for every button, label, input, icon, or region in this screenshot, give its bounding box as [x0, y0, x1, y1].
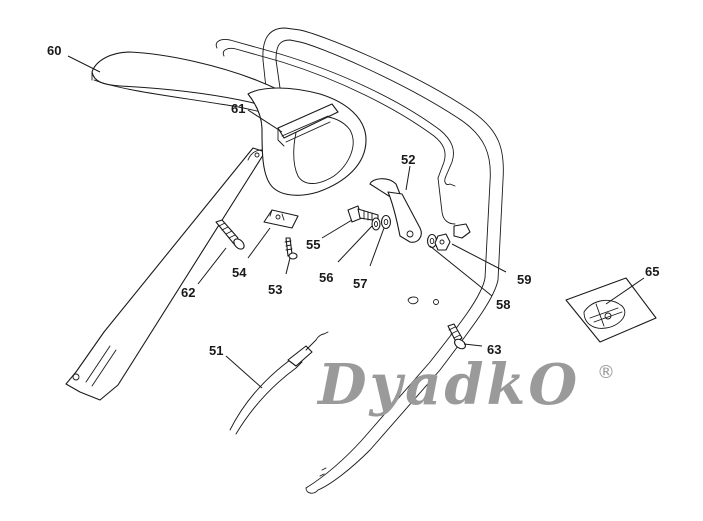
handle-tube [262, 27, 504, 494]
label-65: 65 [645, 264, 659, 279]
label-63: 63 [487, 342, 501, 357]
part-54-cable-clip [263, 209, 299, 229]
part-65-hardware-bag [565, 277, 657, 343]
registered-mark: ® [597, 362, 615, 383]
label-52: 52 [401, 152, 415, 167]
part-51-cable [229, 331, 329, 435]
bail-end-fitting [453, 223, 471, 239]
part-53-screw [284, 237, 298, 260]
watermark-text: DyadkO [316, 352, 580, 418]
label-62: 62 [181, 285, 195, 300]
part-labels: 60 61 52 55 56 57 54 53 62 59 58 65 63 5… [47, 43, 659, 358]
label-57: 57 [353, 276, 367, 291]
label-54: 54 [232, 265, 247, 280]
part-59-nut [434, 233, 451, 251]
part-56-washer [371, 217, 381, 231]
leader-lines [67, 55, 645, 389]
label-60: 60 [47, 43, 61, 58]
bail-wire [215, 39, 456, 225]
label-59: 59 [517, 272, 531, 287]
part-52-lever [369, 178, 422, 243]
part-58-washer [426, 233, 438, 249]
part-55-bolt [347, 205, 379, 223]
label-53: 53 [268, 282, 282, 297]
part-63-screw [447, 323, 466, 350]
label-61: 61 [231, 101, 245, 116]
label-55: 55 [306, 237, 320, 252]
watermark: DyadkO ® [316, 352, 615, 418]
label-58: 58 [496, 297, 510, 312]
part-62-screw [215, 219, 245, 250]
part-57-washer [380, 214, 392, 230]
part-61-switch-housing [247, 87, 367, 196]
label-56: 56 [319, 270, 333, 285]
lower-handle-bar [65, 147, 267, 401]
label-51: 51 [209, 343, 223, 358]
